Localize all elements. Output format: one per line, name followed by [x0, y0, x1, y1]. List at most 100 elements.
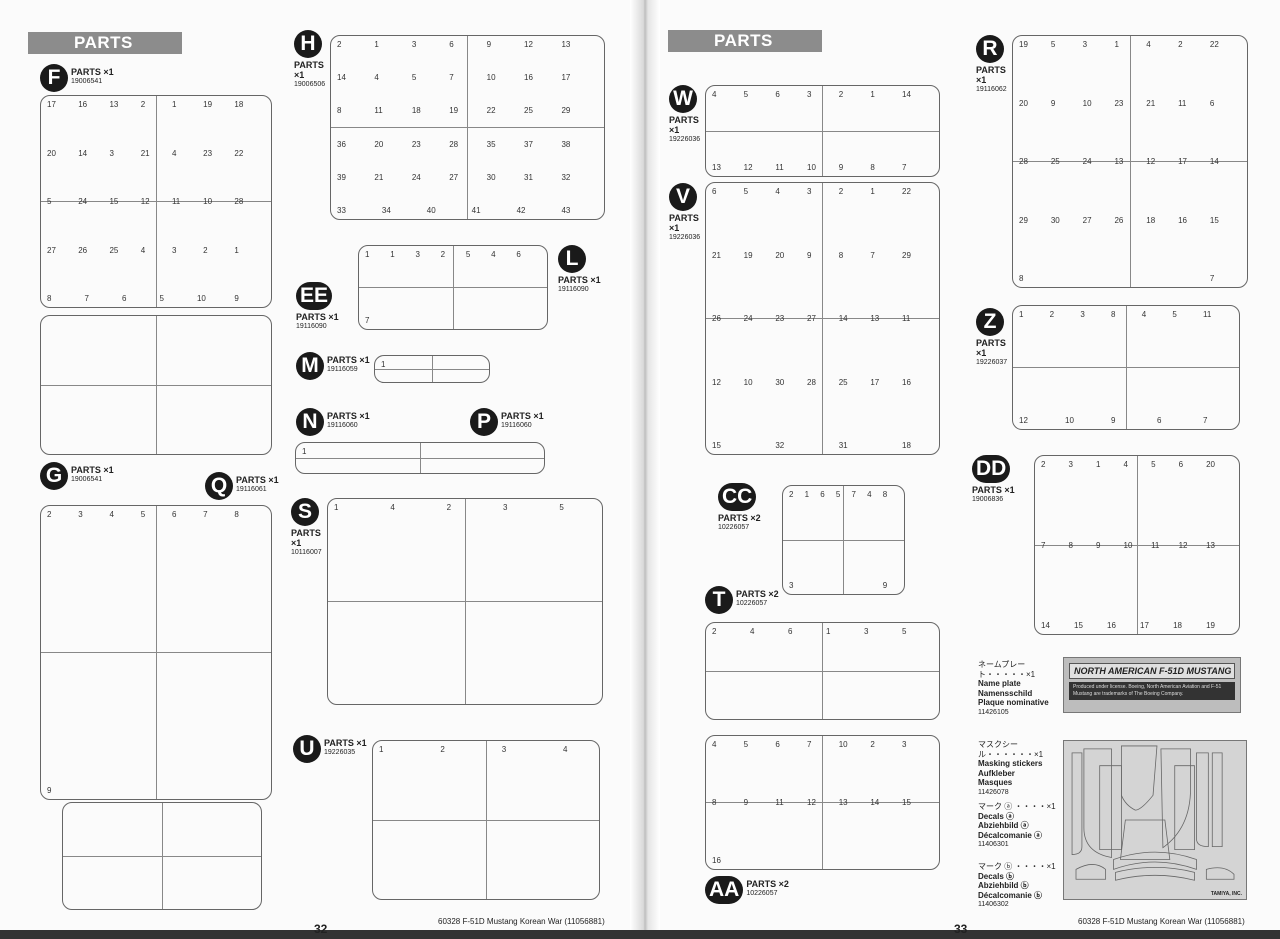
- part-number: 23: [1114, 98, 1124, 108]
- part-number: 8: [838, 250, 844, 260]
- part-number: 1: [1019, 310, 1024, 319]
- sprue-code: 19226036: [669, 136, 701, 143]
- part-number: 16: [712, 856, 721, 865]
- part-number: 3: [1068, 460, 1073, 469]
- nameplate-title: NORTH AMERICAN F-51D MUSTANG: [1069, 663, 1235, 679]
- part-number: 6: [171, 510, 177, 519]
- part-number: 9: [882, 581, 888, 590]
- part-number: 4: [750, 627, 755, 636]
- part-number: 17: [47, 100, 56, 109]
- part-number: 8: [882, 490, 888, 499]
- part-number: 32: [561, 172, 571, 182]
- part-number: 6: [516, 250, 521, 259]
- part-number: 1: [1114, 40, 1119, 49]
- part-number: 5: [835, 490, 841, 499]
- part-number: 15: [1209, 215, 1219, 225]
- part-number: 29: [902, 250, 911, 260]
- sprue-letter-badge: Q: [205, 472, 233, 500]
- part-number: 5: [559, 503, 564, 512]
- part-number: 7: [851, 490, 856, 499]
- part-number: 2: [712, 627, 717, 636]
- part-number: 9: [1096, 540, 1101, 550]
- part-number: 3: [902, 740, 907, 749]
- part-number: 6: [775, 740, 780, 749]
- decal-a-info: マーク ⓐ ・・・・×1 Decals ⓐ Abziehbild ⓐ Décal…: [978, 802, 1056, 848]
- part-number: 19: [449, 106, 459, 116]
- part-number: 9: [1111, 416, 1116, 425]
- part-number: 22: [234, 148, 244, 158]
- sprue-letter-badge: EE: [296, 282, 333, 310]
- sprue-frame-n: 1: [295, 442, 545, 474]
- part-number: 14: [838, 314, 848, 323]
- part-number: 2: [838, 90, 844, 99]
- part-number: 4: [171, 148, 177, 158]
- part-number: 22: [1209, 40, 1219, 49]
- part-number: 3: [789, 581, 794, 590]
- part-number: 15: [1074, 621, 1083, 630]
- part-number: 8: [1111, 310, 1116, 319]
- part-number: 9: [838, 163, 844, 172]
- sprue-quantity: PARTS ×1: [71, 67, 114, 77]
- part-number: 19: [203, 100, 213, 109]
- part-number: 18: [234, 100, 244, 109]
- part-number: 12: [524, 40, 533, 49]
- page-number-left: 32: [314, 922, 328, 936]
- part-number: 6: [820, 490, 825, 499]
- part-number: 12: [140, 197, 150, 206]
- part-number: 19: [743, 250, 753, 260]
- part-number: 28: [234, 197, 244, 206]
- part-number: 1: [870, 187, 875, 196]
- part-number: 1: [302, 447, 307, 456]
- part-number: 5: [743, 187, 749, 196]
- part-number: 5: [159, 294, 164, 303]
- part-number: 35: [486, 139, 496, 149]
- part-number: 6: [1209, 98, 1215, 108]
- part-number: 5: [1151, 460, 1156, 469]
- part-number: 17: [870, 377, 880, 387]
- part-number: 3: [78, 510, 83, 519]
- part-number: 11: [171, 197, 181, 206]
- part-number: 16: [902, 377, 911, 387]
- part-number: 3: [109, 148, 114, 158]
- sprue-code: 10116007: [291, 549, 322, 556]
- part-number: 18: [411, 106, 421, 116]
- sprue-code: 19116090: [296, 323, 327, 330]
- part-number: 6: [1178, 460, 1184, 469]
- part-number: 24: [1082, 157, 1092, 166]
- part-number: 22: [902, 187, 911, 196]
- sprue-runners: [783, 486, 904, 594]
- sprue-runners: [296, 443, 544, 473]
- part-number: 19: [1019, 40, 1028, 49]
- sprue-runners: [706, 86, 939, 176]
- part-number: 29: [1019, 215, 1028, 225]
- part-number: 2: [838, 187, 844, 196]
- part-number: 10: [743, 377, 753, 387]
- sprue-letter-badge: Z: [976, 308, 1004, 336]
- part-number: 2: [440, 745, 445, 754]
- part-number: 9: [486, 40, 492, 49]
- sprue-runners: [41, 96, 271, 307]
- decal-b-info: マーク ⓑ ・・・・×1 Decals ⓑ Abziehbild ⓑ Décal…: [978, 862, 1056, 908]
- part-number: 4: [563, 745, 568, 754]
- sprue-runners: [706, 736, 939, 869]
